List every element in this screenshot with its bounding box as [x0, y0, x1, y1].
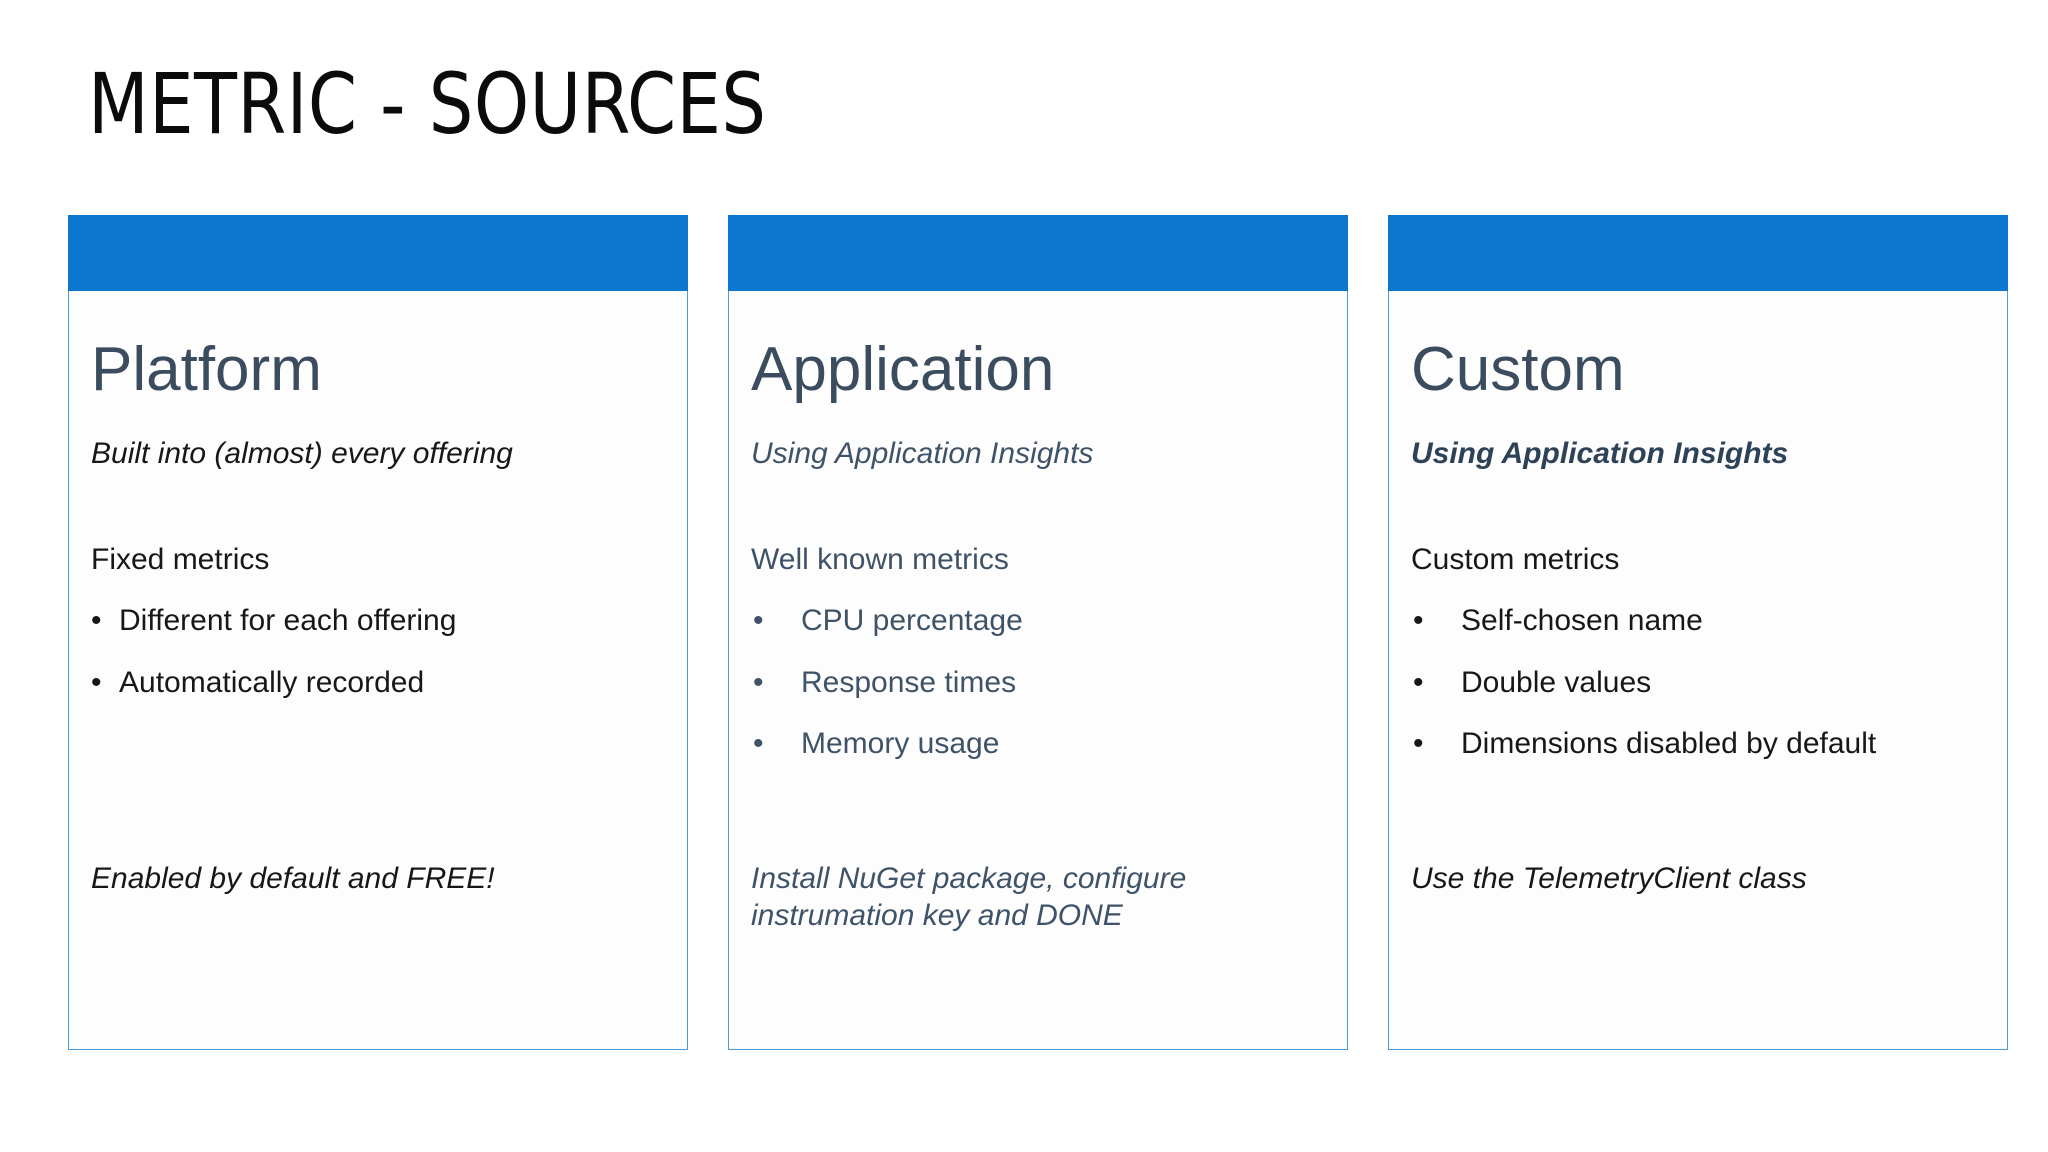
list-item: • Self-chosen name [1411, 602, 1985, 640]
card-footnote-platform: Enabled by default and FREE! [91, 862, 495, 895]
bullet-list-application: • CPU percentage • Response times • Memo… [751, 602, 1325, 763]
card-body-platform: Platform Built into (almost) every offer… [69, 291, 687, 1049]
page-title: METRIC - SOURCES [88, 55, 767, 153]
list-item: • Double values [1411, 664, 1985, 702]
bullet-dot-icon: • [753, 727, 764, 760]
bullet-dot-icon: • [1413, 665, 1424, 699]
list-item: • Dimensions disabled by default [1411, 725, 1985, 763]
list-item: • Different for each offering [91, 602, 665, 640]
card-body-custom: Custom Using Application Insights Custom… [1389, 291, 2007, 1049]
list-item-label: Dimensions disabled by default [1461, 727, 1877, 760]
bullet-dot-icon: • [753, 665, 764, 699]
bullet-dot-icon: • [753, 604, 764, 637]
card-heading-application: Application [751, 335, 1055, 404]
list-item-label: Double values [1461, 665, 1652, 699]
list-item-label: Automatically recorded [119, 665, 425, 699]
card-subtitle-application: Using Application Insights [751, 437, 1094, 470]
card-subtitle-platform: Built into (almost) every offering [91, 437, 513, 470]
bullet-dot-icon: • [91, 665, 102, 699]
list-item-label: CPU percentage [801, 604, 1023, 637]
bullet-list-platform: • Different for each offering • Automati… [91, 602, 665, 701]
card-heading-custom: Custom [1411, 335, 1625, 404]
card-platform[interactable]: Platform Built into (almost) every offer… [68, 215, 688, 1050]
list-item: • Automatically recorded [91, 664, 665, 702]
list-item-label: Memory usage [801, 727, 1000, 760]
card-application[interactable]: Application Using Application Insights W… [728, 215, 1348, 1050]
list-item: • Response times [751, 664, 1325, 702]
card-custom[interactable]: Custom Using Application Insights Custom… [1388, 215, 2008, 1050]
card-lead-application: Well known metrics [751, 542, 1009, 576]
bullet-dot-icon: • [1413, 604, 1424, 637]
bullet-dot-icon: • [91, 604, 102, 637]
card-lead-custom: Custom metrics [1411, 542, 1620, 576]
card-lead-platform: Fixed metrics [91, 542, 270, 576]
card-header-bar-application [728, 215, 1348, 291]
list-item: • Memory usage [751, 725, 1325, 763]
card-body-application: Application Using Application Insights W… [729, 291, 1347, 1049]
card-footnote-application: Install NuGet package, configure instrum… [751, 862, 1187, 932]
bullet-dot-icon: • [1413, 727, 1424, 760]
card-heading-platform: Platform [91, 335, 322, 404]
bullet-list-custom: • Self-chosen name • Double values • Dim… [1411, 602, 1985, 763]
list-item-label: Self-chosen name [1461, 604, 1703, 637]
card-subtitle-custom: Using Application Insights [1411, 437, 1789, 470]
card-header-bar-platform [68, 215, 688, 291]
list-item-label: Response times [801, 665, 1017, 699]
card-footnote-custom: Use the TelemetryClient class [1411, 862, 1807, 895]
list-item: • CPU percentage [751, 602, 1325, 640]
card-header-bar-custom [1388, 215, 2008, 291]
list-item-label: Different for each offering [119, 604, 457, 637]
